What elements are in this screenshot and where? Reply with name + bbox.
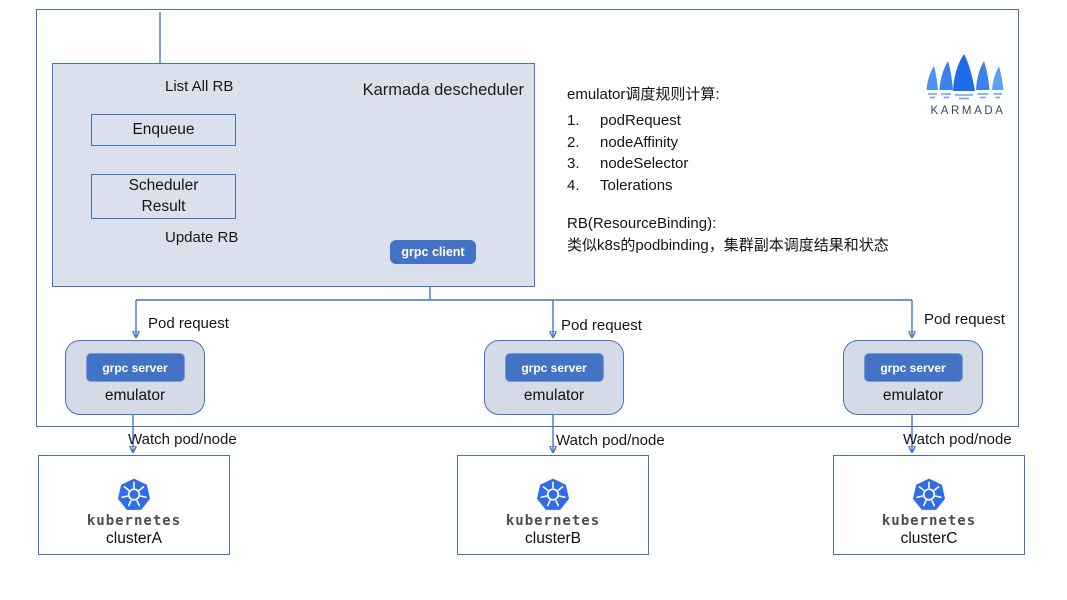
update-rb-label: Update RB [165, 229, 239, 246]
system-boundary-box [36, 9, 1019, 427]
notes-heading: emulator调度规则计算: [567, 86, 720, 103]
note-item: 3. nodeSelector [567, 155, 689, 172]
karmada-sails-icon [926, 54, 1004, 100]
notes-block: emulator调度规则计算: 1. podRequest 2. nodeAff… [567, 83, 927, 257]
cluster-name: clusterB [525, 530, 581, 547]
karmada-logo-text: KARMADA [930, 105, 1006, 117]
note-item: 1. podRequest [567, 112, 681, 129]
rb-heading: RB(ResourceBinding): [567, 215, 717, 232]
cluster-box-b: kubernetes clusterB [457, 455, 649, 555]
scheduler-result-label: Scheduler Result [128, 177, 199, 215]
karmada-logo: KARMADA [920, 52, 1016, 117]
cluster-name: clusterA [106, 530, 162, 547]
grpc-server-badge: grpc server [863, 353, 963, 382]
pod-request-label-a: Pod request [148, 315, 229, 332]
emulator-label: emulator [104, 387, 166, 404]
watch-pod-node-label-a: Watch pod/node [128, 431, 237, 448]
emulator-label: emulator [882, 387, 944, 404]
emulator-box-a: grpc server emulator [65, 340, 205, 415]
rb-description: 类似k8s的podbinding，集群副本调度结果和状态 [567, 237, 889, 254]
list-all-rb-label: List All RB [165, 78, 234, 95]
kubernetes-icon [912, 478, 946, 510]
grpc-client-badge: grpc client [390, 240, 476, 264]
scheduler-result-box: Scheduler Result [91, 174, 236, 219]
cluster-box-a: kubernetes clusterA [38, 455, 230, 555]
grpc-server-badge: grpc server [85, 353, 185, 382]
emulator-label: emulator [523, 387, 585, 404]
enqueue-label: Enqueue [132, 121, 195, 138]
kubernetes-wordmark: kubernetes [881, 513, 977, 529]
descheduler-title: Karmada descheduler [362, 81, 524, 99]
kubernetes-wordmark: kubernetes [505, 513, 601, 529]
descheduler-panel: Karmada descheduler List All RB Enqueue … [52, 63, 535, 287]
pod-request-label-b: Pod request [561, 317, 642, 334]
note-item: 2. nodeAffinity [567, 133, 679, 151]
note-item: 4. Tolerations [567, 176, 673, 194]
emulator-box-c: grpc server emulator [843, 340, 983, 415]
cluster-box-c: kubernetes clusterC [833, 455, 1025, 555]
kubernetes-icon [117, 478, 151, 510]
emulator-box-b: grpc server emulator [484, 340, 624, 415]
cluster-name: clusterC [900, 530, 958, 547]
kubernetes-icon [536, 478, 570, 510]
watch-pod-node-label-c: Watch pod/node [903, 431, 1012, 448]
enqueue-box: Enqueue [91, 114, 236, 146]
watch-pod-node-label-b: Watch pod/node [556, 432, 665, 449]
kubernetes-wordmark: kubernetes [86, 513, 182, 529]
pod-request-label-c: Pod request [924, 311, 1005, 328]
grpc-server-badge: grpc server [504, 353, 604, 382]
